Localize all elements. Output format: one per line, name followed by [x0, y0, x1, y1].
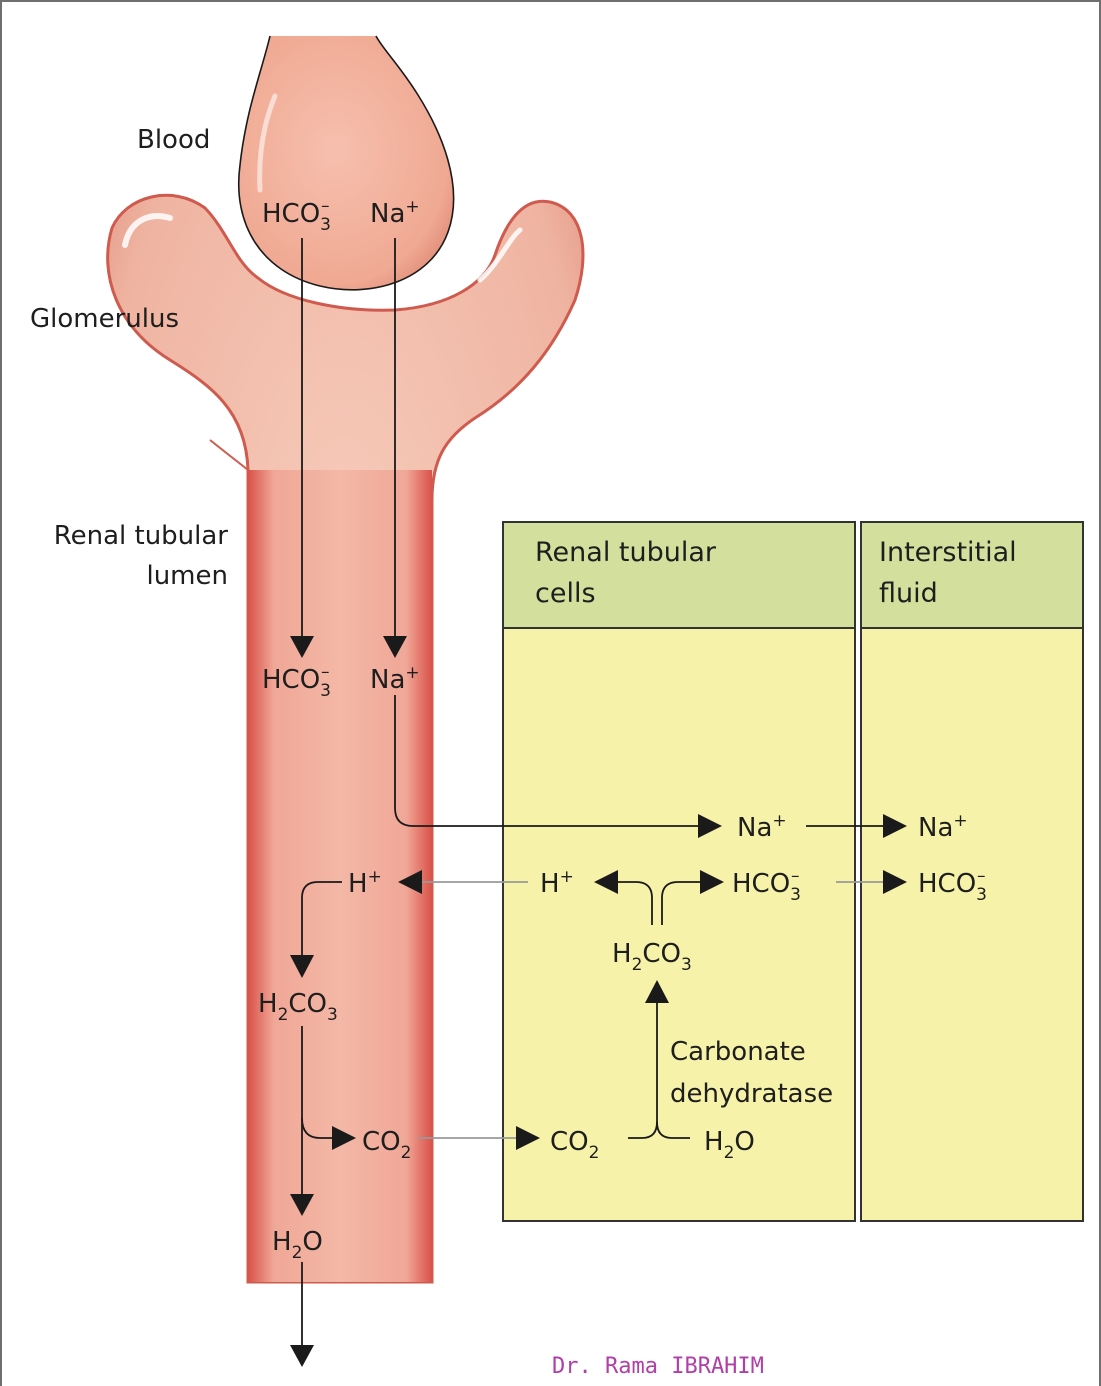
label-enzyme-1: Carbonate [670, 1037, 806, 1067]
panel-title-cells-1: Renal tubular [535, 537, 717, 568]
tube-junction [210, 440, 248, 470]
label-glomerulus: Glomerulus [30, 304, 179, 334]
panel-title-cells-2: cells [535, 578, 596, 609]
panel-title-fluid-1: Interstitial [879, 537, 1017, 568]
blood-capillary [239, 36, 454, 290]
arrowhead [290, 1345, 314, 1367]
label-blood: Blood [137, 125, 210, 155]
label-lumen-2: lumen [146, 561, 228, 591]
author-credit: Dr. Rama IBRAHIM [552, 1354, 764, 1379]
label-lumen-1: Renal tubular [54, 521, 229, 551]
label-enzyme-2: dehydratase [670, 1079, 833, 1109]
panel-title-fluid-2: fluid [879, 578, 938, 609]
